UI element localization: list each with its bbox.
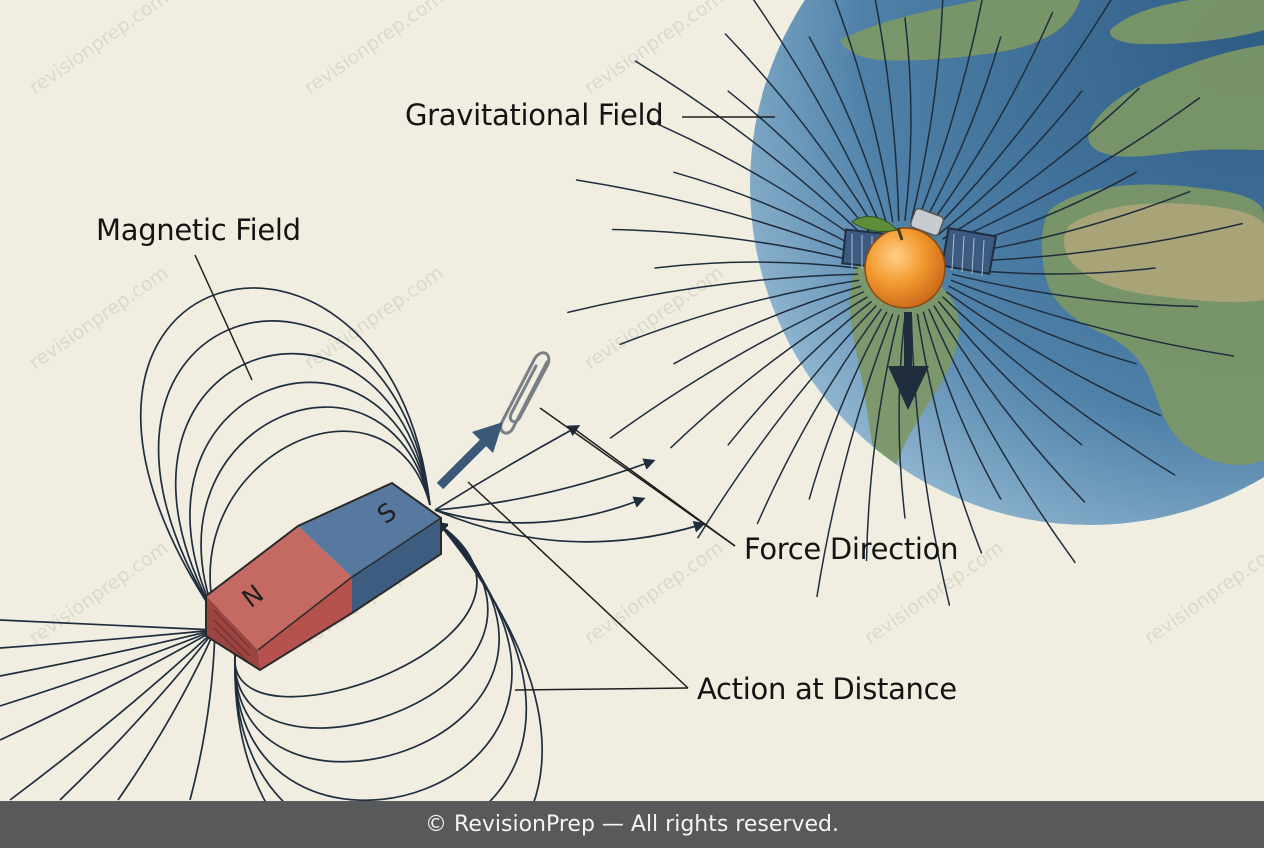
- magnetic-field-line: [0, 627, 221, 741]
- copyright-footer: © RevisionPrep — All rights reserved.: [0, 801, 1264, 848]
- gravity-field-line: [865, 314, 900, 562]
- gravity-field-line: [670, 296, 868, 449]
- watermark-text: revisionprep.com: [25, 537, 172, 649]
- earth-globe: [738, 0, 1264, 537]
- magnetic-field-line: [234, 520, 543, 848]
- magnet-top-north: [206, 526, 352, 650]
- magnetic-field-line: [174, 352, 431, 621]
- watermark-text: revisionprep.com: [300, 0, 447, 99]
- gravity-field-line: [904, 17, 912, 221]
- magnetic-field-line: [234, 520, 513, 802]
- action-at-distance-label: Action at Distance: [697, 672, 957, 706]
- gravity-field-line: [942, 296, 1176, 476]
- magnetic-field-line: [234, 521, 489, 729]
- gravity-field-line: [938, 301, 1083, 446]
- magnetic-field-line: [0, 619, 221, 636]
- magnetic-field-line: [0, 625, 221, 677]
- gravity-field-line: [654, 261, 858, 269]
- gravity-field-line: [922, 36, 1002, 225]
- gravity-field-line: [727, 90, 872, 235]
- magnetic-field-line: [0, 624, 221, 649]
- watermark-text: revisionprep.com: [580, 262, 727, 374]
- gravity-field-line: [916, 313, 983, 554]
- magnetic-field-line: [234, 520, 500, 763]
- gravity-field-line: [727, 301, 872, 446]
- gravity-field-line: [816, 313, 894, 598]
- gravity-field-line: [567, 273, 859, 314]
- magnetic-field-line: [189, 624, 221, 801]
- gravity-field-line: [916, 0, 983, 223]
- gravity-field-line: [634, 60, 868, 240]
- watermark-text: revisionprep.com: [25, 262, 172, 374]
- gravity-field-line: [575, 179, 860, 257]
- gravity-field-line: [910, 314, 951, 606]
- gravity-field-line: [648, 119, 865, 245]
- magnetic-field-label: Magnetic Field: [96, 213, 301, 247]
- bar-magnet: N S: [205, 481, 442, 672]
- gravity-field-line: [950, 279, 1235, 357]
- magnetic-field-line: [434, 458, 656, 511]
- gravity-field-line: [808, 36, 888, 225]
- gravity-field-line: [910, 0, 944, 222]
- gravity-field-line: [938, 90, 1083, 235]
- magnetic-field-line: [0, 626, 221, 707]
- magnetic-field-line: [434, 509, 706, 543]
- gravity-field-line: [928, 308, 1076, 564]
- magnetic-field-line: [434, 425, 581, 511]
- magnetic-field-line: [117, 624, 218, 801]
- gravity-field-line: [898, 315, 906, 519]
- gravitational-field-lines: [567, 0, 1243, 606]
- watermark-text: revisionprep.com: [580, 0, 727, 99]
- gravity-field-line: [945, 291, 1162, 417]
- gravity-field-line: [945, 97, 1201, 245]
- gravity-field-line: [756, 308, 882, 525]
- gravity-field-line: [933, 0, 1112, 231]
- leader-lines: [194, 116, 775, 691]
- watermark-text: revisionprep.com: [580, 537, 727, 649]
- gravity-field-line: [609, 291, 865, 439]
- gravity-field-line: [619, 279, 860, 346]
- gravity-field-line: [673, 171, 862, 251]
- watermark-text: revisionprep.com: [1140, 537, 1264, 649]
- gravity-field-line: [673, 285, 862, 365]
- magnetic-field-line: [139, 287, 431, 620]
- magnetic-field-line: [59, 625, 219, 801]
- gravity-field-line: [874, 0, 900, 222]
- watermark-text: revisionprep.com: [25, 0, 172, 99]
- magnetic-field-line: [434, 496, 646, 524]
- paperclip-icon: [499, 351, 551, 435]
- magnet-top-south: [298, 483, 441, 577]
- gravity-field-line: [922, 311, 1002, 500]
- magnetic-field-lines: [0, 287, 706, 848]
- magnet-side-south: [352, 518, 441, 613]
- orange-satellite-icon: [841, 207, 998, 309]
- magnetic-field-line: [200, 406, 431, 621]
- magnet-side-north: [258, 577, 352, 670]
- gravity-field-line: [808, 311, 888, 500]
- magnetic-force-arrow-icon: [436, 422, 503, 490]
- gravity-field-line: [942, 87, 1140, 240]
- gravity-field-line: [928, 11, 1054, 228]
- magnetic-field-line: [9, 625, 220, 801]
- magnetic-field-line: [207, 430, 431, 621]
- gravity-field-line: [697, 305, 877, 539]
- force-arrow-icon: [888, 312, 929, 410]
- gravity-field-line: [933, 305, 1086, 503]
- gravity-field-line: [948, 285, 1137, 365]
- magnetic-field-line: [189, 381, 431, 621]
- gravity-field-line: [611, 228, 859, 263]
- gravity-field-line: [834, 0, 894, 223]
- gravity-field-line: [724, 33, 877, 231]
- force-direction-label: Force Direction: [744, 532, 959, 566]
- gravity-field-line: [752, 0, 882, 228]
- magnetic-field-line: [157, 320, 431, 621]
- gravity-field-line: [951, 273, 1199, 308]
- gravitational-field-label: Gravitational Field: [405, 98, 664, 132]
